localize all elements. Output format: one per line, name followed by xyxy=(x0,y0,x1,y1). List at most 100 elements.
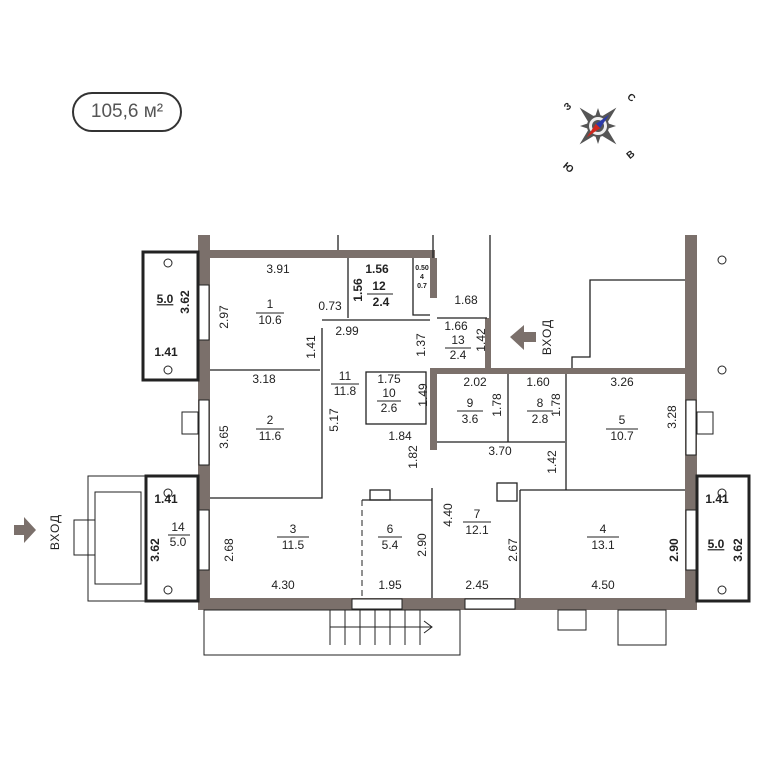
room-area: 5.4 xyxy=(382,538,399,552)
dimension: 1.78 xyxy=(490,393,504,417)
room-area: 11.8 xyxy=(334,384,357,398)
balcony-area: 5.0 xyxy=(157,292,174,306)
dimension: 1.75 xyxy=(377,372,401,386)
dimension: 3.65 xyxy=(217,425,231,449)
dimension: 3.18 xyxy=(252,372,276,386)
room-area: 10.7 xyxy=(610,429,634,443)
dimension: 2.45 xyxy=(465,578,489,592)
dimension: 1.49 xyxy=(416,383,430,407)
dimension: 3.26 xyxy=(610,375,634,389)
room-number: 9 xyxy=(467,396,474,410)
interior-walls xyxy=(210,235,685,598)
room-number: 6 xyxy=(387,522,394,536)
dimension: 1.68 xyxy=(454,293,478,307)
room-number: 5 xyxy=(619,413,626,427)
dimension: 1.82 xyxy=(406,445,420,469)
compass-icon xyxy=(579,107,617,145)
room-2: 2 11.6 3.18 3.65 xyxy=(217,372,284,449)
room-area: 5.0 xyxy=(170,535,187,549)
dimension: 1.95 xyxy=(378,578,402,592)
room-11: 11 11.8 2.99 5.17 1.84 1.82 3.70 1.42 xyxy=(327,324,559,474)
room-9: 9 3.6 2.02 1.78 xyxy=(457,375,504,426)
dimension: 3.62 xyxy=(148,538,162,562)
compass-east: В xyxy=(625,149,638,162)
dimension: 1.41 xyxy=(154,345,178,359)
dimension: 1.42 xyxy=(474,328,488,352)
room-area: 2.6 xyxy=(381,401,398,415)
room-area: 11.6 xyxy=(259,429,282,443)
room-number: 12 xyxy=(372,279,386,293)
room-area: 13.1 xyxy=(591,538,615,552)
dimension: 1.41 xyxy=(705,492,729,506)
room-number: 10 xyxy=(382,386,396,400)
room-area: 2.4 xyxy=(373,295,390,309)
total-area-badge: 105,6 м² xyxy=(72,92,182,132)
balcony-top-left: 5.0 3.62 1.41 xyxy=(154,290,192,359)
stairs xyxy=(203,609,461,656)
room-number: 14 xyxy=(171,520,185,534)
room-4-small: 0.50 4 0.7 xyxy=(415,265,429,290)
balcony-right: 1.41 5.0 3.62 xyxy=(705,492,745,562)
dimension: 2.90 xyxy=(667,538,681,562)
dimension: 3.91 xyxy=(266,262,290,276)
room-area: 12.1 xyxy=(465,523,489,537)
room-number: 4 xyxy=(420,274,424,281)
dimension: 4.30 xyxy=(271,578,295,592)
dimension: 2.99 xyxy=(335,324,359,338)
room-5: 5 10.7 3.26 3.28 xyxy=(606,375,679,443)
room-14: 14 5.0 1.41 3.62 xyxy=(148,492,190,562)
dimension: 1.60 xyxy=(526,375,550,389)
dimension: 1.56 xyxy=(351,278,365,302)
dimension: 2.90 xyxy=(415,533,429,557)
dimension: 0.50 xyxy=(415,265,429,272)
dimension: 4.50 xyxy=(591,578,615,592)
room-6: 6 5.4 2.90 1.95 xyxy=(378,522,429,592)
entrance-arrow-icon xyxy=(510,325,536,350)
dimension: 5.17 xyxy=(327,408,341,432)
dimension: 1.66 xyxy=(444,319,468,333)
dimension: 3.70 xyxy=(488,444,512,458)
dimension: 4.40 xyxy=(441,503,455,527)
dimension: 2.97 xyxy=(217,305,231,329)
room-number: 8 xyxy=(537,396,544,410)
room-area: 11.5 xyxy=(282,538,305,552)
room-number: 4 xyxy=(600,522,607,536)
room-4: 4 13.1 2.90 4.50 xyxy=(587,522,681,592)
dimension: 1.78 xyxy=(549,393,563,417)
dimension: 1.56 xyxy=(365,262,389,276)
dimension: 1.41 xyxy=(304,335,318,359)
dimension: 1.42 xyxy=(545,450,559,474)
room-10: 10 2.6 1.75 1.49 xyxy=(377,372,430,415)
balcony-area: 5.0 xyxy=(708,537,725,551)
dimension: 2.02 xyxy=(463,375,487,389)
room-13: 13 2.4 1.66 1.42 1.37 1.68 xyxy=(414,293,488,362)
compass-south: Ю xyxy=(560,161,575,176)
room-number: 13 xyxy=(451,333,465,347)
room-number: 1 xyxy=(267,297,274,311)
entrance-arrow-icon xyxy=(14,517,36,543)
compass-north: С xyxy=(625,92,638,105)
dimension: 0.73 xyxy=(318,299,342,313)
room-area: 3.6 xyxy=(462,412,479,426)
dimension: 1.41 xyxy=(154,492,178,506)
entrance-label-right: ВХОД xyxy=(540,319,554,355)
dimension: 2.67 xyxy=(506,538,520,562)
dimension: 3.62 xyxy=(731,538,745,562)
room-area: 0.7 xyxy=(417,283,427,290)
room-7: 7 12.1 4.40 2.67 2.45 xyxy=(441,503,520,592)
dimension: 2.68 xyxy=(222,538,236,562)
entrance-label-left: ВХОД xyxy=(48,514,62,550)
dimension: 3.28 xyxy=(665,405,679,429)
room-number: 3 xyxy=(290,522,297,536)
room-area: 10.6 xyxy=(258,313,282,327)
dimension: 1.84 xyxy=(388,429,412,443)
dimension: 3.62 xyxy=(178,290,192,314)
room-number: 7 xyxy=(474,507,481,521)
balconies xyxy=(73,250,751,646)
room-number: 2 xyxy=(267,413,274,427)
room-3: 3 11.5 2.68 4.30 xyxy=(222,522,309,592)
room-1: 1 10.6 3.91 2.97 0.73 1.41 xyxy=(217,262,342,359)
room-area: 2.8 xyxy=(532,412,549,426)
room-area: 2.4 xyxy=(450,348,467,362)
